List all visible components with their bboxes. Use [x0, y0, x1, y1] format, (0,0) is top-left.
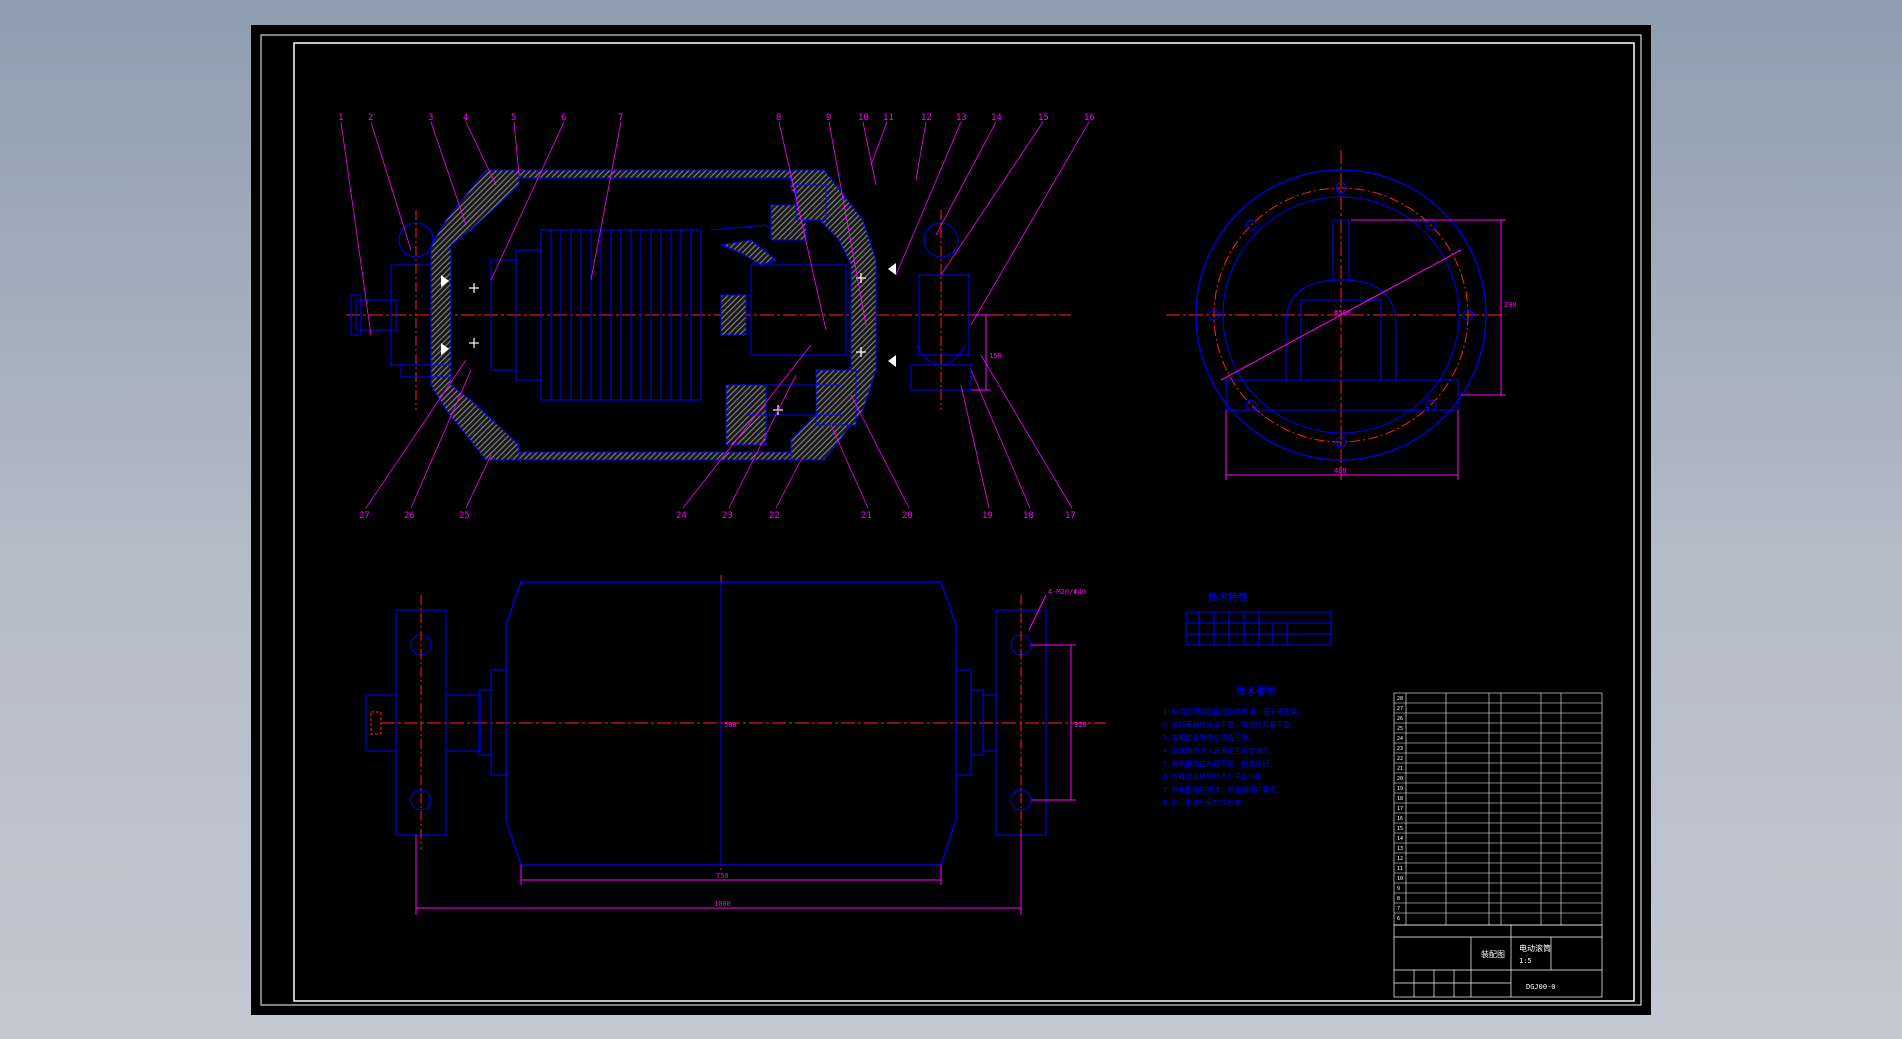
note-line: 5.电机接线应牢固可靠，绝缘良好。 — [1163, 759, 1276, 768]
hole-spec-callout: 4-M20/Φ40 — [1048, 588, 1086, 596]
parts-list — [1393, 692, 1603, 926]
balloon-label: 17 — [1065, 511, 1076, 521]
drum-shell-top — [485, 169, 825, 179]
plan-view: 750 1000 320 4-M20/Φ40 500 — [365, 575, 1106, 915]
balloon-label: 19 — [982, 511, 993, 521]
height-dim: 290 — [1504, 301, 1517, 309]
tech-notes: 技术要求 1.电动滚筒装配后应运转灵活，无卡滞现象。 2.滚筒表面应光滑平整，焊… — [1163, 685, 1304, 807]
balloon-label: 13 — [956, 113, 967, 123]
balloon-label: 26 — [404, 511, 415, 521]
span-dim: 320 — [1074, 721, 1087, 729]
leader-lines-bottom — [365, 344, 1073, 509]
gear-reducer — [750, 264, 847, 356]
svg-text:10: 10 — [1397, 876, 1403, 882]
balloon-label: 20 — [902, 511, 913, 521]
balloon-labels-bottom: 27 26 25 24 23 22 21 20 19 18 17 — [359, 511, 1076, 521]
outer-border — [260, 34, 1642, 1006]
balloon-labels-top: 1 2 3 4 5 6 7 8 9 10 11 12 13 14 15 16 — [338, 113, 1095, 123]
svg-text:7: 7 — [1397, 906, 1400, 912]
width-dim: 480 — [1334, 467, 1347, 475]
svg-text:14: 14 — [1397, 836, 1403, 842]
svg-text:21: 21 — [1397, 766, 1403, 772]
svg-text:16: 16 — [1397, 816, 1403, 822]
bearing-marks — [469, 273, 866, 415]
balloon-label: 7 — [618, 113, 623, 123]
balloon-label: 8 — [776, 113, 781, 123]
tech-spec-table: 技术特性 — [1185, 591, 1332, 646]
inner-border — [293, 42, 1635, 1002]
balloon-label: 16 — [1084, 113, 1095, 123]
balloon-label: 27 — [359, 511, 370, 521]
tech-table-title: 技术特性 — [1208, 591, 1248, 604]
balloon-label: 11 — [883, 113, 894, 123]
title-block — [1393, 924, 1603, 998]
svg-text:11: 11 — [1397, 866, 1403, 872]
note-line: 8.出厂前进行密封性检查。 — [1163, 798, 1248, 807]
balloon-label: 15 — [1038, 113, 1049, 123]
svg-text:15: 15 — [1397, 826, 1403, 832]
svg-text:23: 23 — [1397, 746, 1403, 752]
balloon-label: 12 — [921, 113, 932, 123]
drum-length-dim: 750 — [716, 872, 729, 880]
svg-text:26: 26 — [1397, 716, 1403, 722]
balloon-label: 22 — [769, 511, 780, 521]
front-section-view: 150 — [346, 169, 1071, 461]
left-shaft-end — [355, 299, 397, 331]
parts-list-text: 28 27 26 25 24 23 22 21 20 19 18 17 16 15 14 13 12 1… — [1397, 696, 1403, 922]
note-line: 4.减速器内注入润滑油至规定油位。 — [1163, 746, 1276, 755]
svg-text:6: 6 — [1397, 916, 1400, 922]
balloon-label: 10 — [858, 113, 869, 123]
balloon-label: 6 — [561, 113, 566, 123]
balloon-label: 2 — [368, 113, 373, 123]
balloon-label: 14 — [991, 113, 1002, 123]
svg-text:28: 28 — [1397, 696, 1403, 702]
svg-text:8: 8 — [1397, 896, 1400, 902]
svg-text:20: 20 — [1397, 776, 1403, 782]
balloon-label: 23 — [722, 511, 733, 521]
svg-text:9: 9 — [1397, 886, 1400, 892]
diameter-dim: Φ500 — [1334, 309, 1351, 317]
balloon-label: 1 — [338, 113, 343, 123]
svg-text:18: 18 — [1397, 796, 1403, 802]
bolt-circle — [1213, 187, 1469, 443]
overall-length-dim: 1000 — [714, 900, 731, 908]
svg-text:12: 12 — [1397, 856, 1403, 862]
balloon-label: 24 — [676, 511, 687, 521]
note-line: 1.电动滚筒装配后应运转灵活，无卡滞现象。 — [1163, 707, 1304, 716]
svg-text:24: 24 — [1397, 736, 1403, 742]
drum-outer-circle — [1195, 169, 1487, 461]
balloon-label: 25 — [459, 511, 470, 521]
drawing-sheet: 150 1 2 3 4 5 6 7 8 9 10 11 12 13 14 15 — [251, 25, 1651, 1015]
cad-canvas[interactable]: 150 1 2 3 4 5 6 7 8 9 10 11 12 13 14 15 — [251, 25, 1651, 1015]
drawing-number: DGJ00-0 — [1526, 983, 1556, 991]
drum-shell-bottom — [485, 451, 825, 461]
svg-text:17: 17 — [1397, 806, 1403, 812]
note-line: 6.空载试运转时间不少于2小时。 — [1163, 772, 1267, 781]
leader-lines-top — [340, 121, 1090, 336]
right-bearing-seat — [918, 274, 970, 356]
balloon-label: 5 — [511, 113, 516, 123]
shaft-height-dim: 150 — [989, 352, 1002, 360]
svg-text:13: 13 — [1397, 846, 1403, 852]
material-label: 装配图 — [1481, 949, 1505, 959]
svg-text:19: 19 — [1397, 786, 1403, 792]
svg-text:22: 22 — [1397, 756, 1403, 762]
note-line: 7.外表面涂防锈漆，颜色按用户要求。 — [1163, 785, 1283, 794]
drum-dia-dim: 500 — [724, 721, 737, 729]
balloon-label: 9 — [826, 113, 831, 123]
svg-text:27: 27 — [1397, 706, 1403, 712]
note-line: 2.滚筒表面应光滑平整，焊缝应打磨平整。 — [1163, 720, 1297, 729]
note-line: 3.装配前各零件应清洗干净。 — [1163, 733, 1255, 742]
scale-label: 1:5 — [1519, 957, 1532, 965]
balloon-label: 18 — [1023, 511, 1034, 521]
drawing-name: 电动滚筒 — [1519, 943, 1551, 953]
svg-text:25: 25 — [1397, 726, 1403, 732]
tech-notes-title: 技术要求 — [1236, 685, 1276, 698]
balloon-label: 21 — [861, 511, 872, 521]
side-view: Φ500 290 480 — [1166, 150, 1517, 480]
base-plate — [1225, 379, 1459, 411]
balloon-label: 3 — [428, 113, 433, 123]
balloon-label: 4 — [463, 113, 468, 123]
